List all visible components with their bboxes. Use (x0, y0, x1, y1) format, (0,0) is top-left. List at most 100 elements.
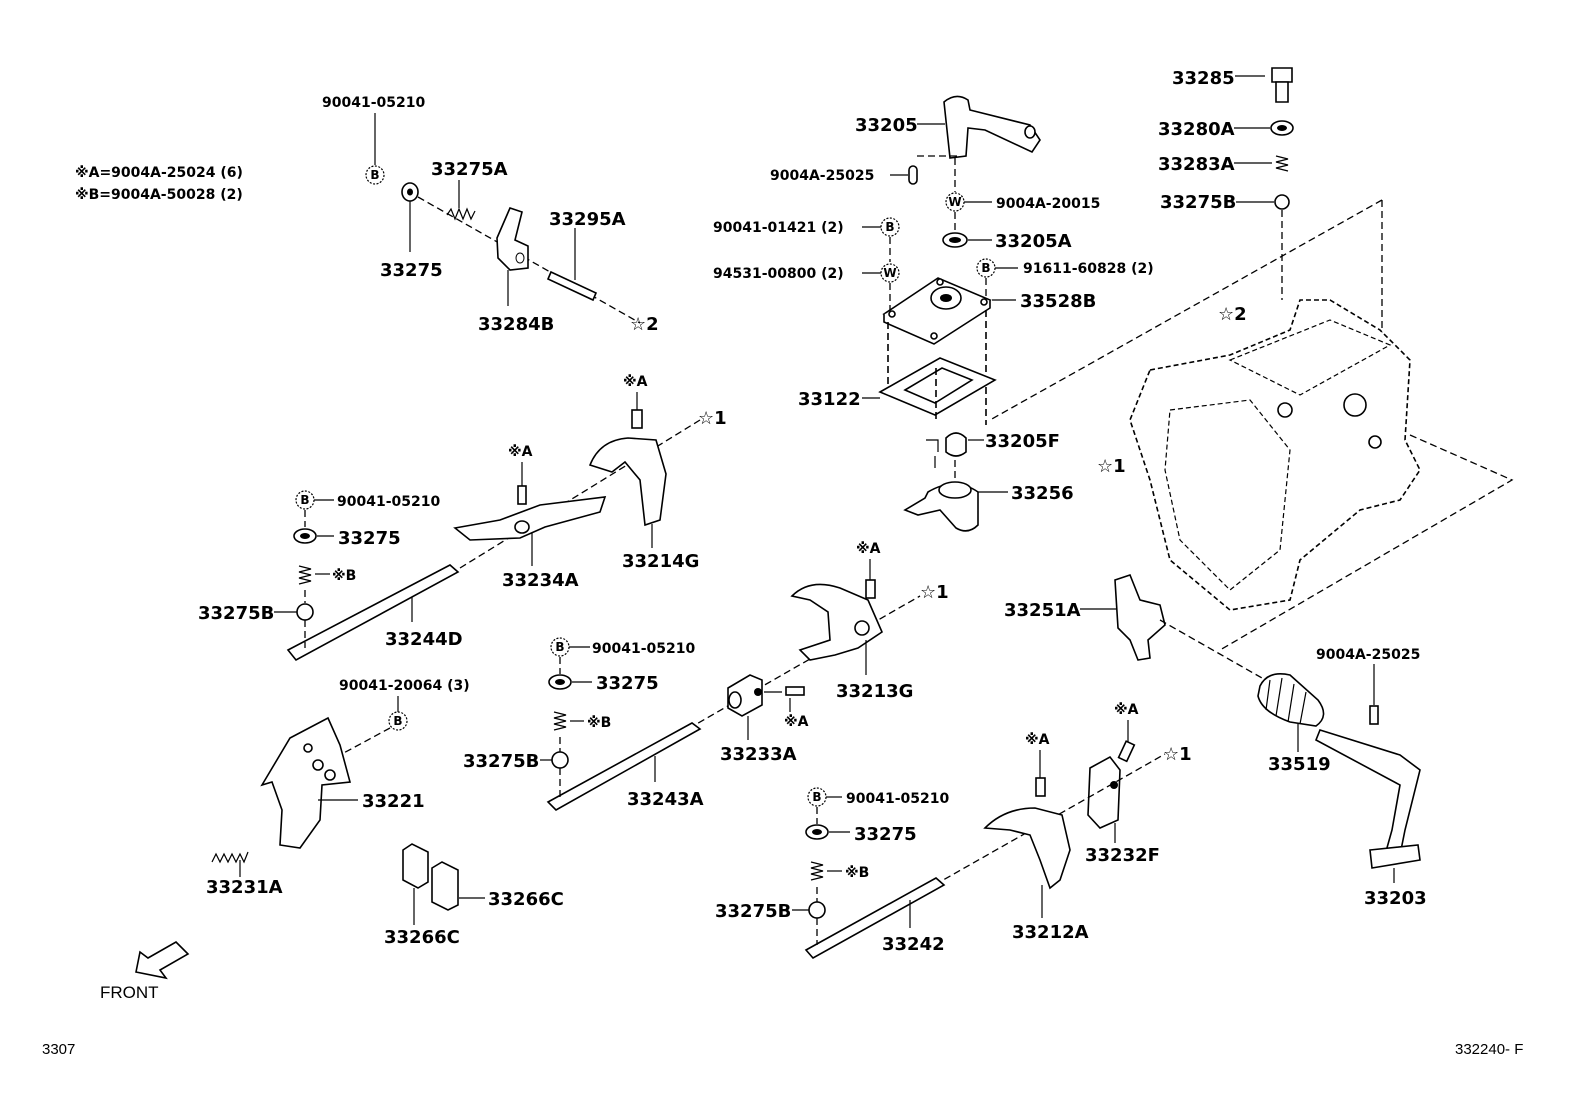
ball-33275b (1274, 194, 1290, 210)
label-33213g[interactable]: 33213G (836, 681, 913, 702)
shift-fork-33213g (790, 583, 884, 661)
label-90041-05210-b[interactable]: 90041-05210 (846, 791, 949, 807)
svg-text:W: W (948, 195, 961, 209)
spring-33231a (211, 851, 249, 864)
bolt-33285 (1271, 67, 1293, 83)
label-33233a[interactable]: 33233A (720, 744, 797, 765)
pin-a-5 (1117, 740, 1136, 763)
group-33203: 33251A 33519 9004A-25025 33203 (1004, 574, 1427, 909)
note-b-m: ※B (587, 715, 611, 731)
label-33231a[interactable]: 33231A (206, 877, 283, 898)
label-33285[interactable]: 33285 (1172, 68, 1235, 89)
ball-33275b-l (296, 603, 314, 621)
note-a-3: ※A (856, 541, 881, 557)
spring-33283a (1275, 155, 1289, 172)
star2-right: ☆2 (1218, 304, 1247, 325)
pin-9004a-25025-r (1369, 705, 1379, 725)
footer-left-code: 3307 (42, 1041, 75, 1058)
label-33251a[interactable]: 33251A (1004, 600, 1081, 621)
spring-b-b (810, 861, 824, 881)
label-90041-20064[interactable]: 90041-20064 (3) (339, 678, 470, 694)
label-33205a[interactable]: 33205A (995, 231, 1072, 252)
group-33242: ※A 33232F ☆1 ※A 33212A 33242 B 90041-052… (715, 702, 1192, 960)
label-33212a[interactable]: 33212A (1012, 922, 1089, 943)
label-94531-00800[interactable]: 94531-00800 (2) (713, 266, 844, 282)
note-a-2: ※A (508, 444, 533, 460)
pin-a-3 (865, 579, 876, 599)
star2-left: ☆2 (630, 314, 659, 335)
label-33275-b[interactable]: 33275 (854, 824, 917, 845)
pin-a-4 (785, 686, 805, 696)
transmission-case: ☆2 ☆1 (989, 199, 1514, 651)
label-33203[interactable]: 33203 (1364, 888, 1427, 909)
spring-33205f (945, 432, 967, 457)
star1-b: ☆1 (920, 582, 949, 603)
label-33221[interactable]: 33221 (362, 791, 425, 812)
label-33232f[interactable]: 33232F (1085, 845, 1160, 866)
label-33275-top[interactable]: 33275 (380, 260, 443, 281)
ball-33275b-b (808, 901, 826, 919)
bolt-badge-icon: B (550, 637, 570, 657)
label-33122[interactable]: 33122 (798, 389, 861, 410)
pin-a-6 (1035, 777, 1046, 797)
label-33234a[interactable]: 33234A (502, 570, 579, 591)
label-33205[interactable]: 33205 (855, 115, 918, 136)
label-90041-01421[interactable]: 90041-01421 (2) (713, 220, 844, 236)
svg-text:B: B (981, 261, 990, 275)
label-90041-05210-l[interactable]: 90041-05210 (337, 494, 440, 510)
label-33242[interactable]: 33242 (882, 934, 945, 955)
shift-lever-33203 (1314, 729, 1421, 856)
pin-a-1 (631, 409, 643, 429)
bolt-badge-icon: B (976, 258, 996, 278)
label-33280a[interactable]: 33280A (1158, 119, 1235, 140)
label-33528b[interactable]: 33528B (1020, 291, 1096, 312)
label-33266c-right[interactable]: 33266C (488, 889, 564, 910)
bolt-badge-icon: B (295, 490, 315, 510)
label-9004a-25025-right[interactable]: 9004A-25025 (1316, 647, 1420, 663)
label-33275b-l[interactable]: 33275B (198, 603, 274, 624)
front-arrow-icon (135, 941, 190, 980)
label-33283a[interactable]: 33283A (1158, 154, 1235, 175)
label-33284b[interactable]: 33284B (478, 314, 554, 335)
label-33214g[interactable]: 33214G (622, 551, 699, 572)
insert-33266c-b (431, 861, 459, 911)
label-33244d[interactable]: 33244D (385, 629, 463, 650)
note-a: ※A=9004A-25024 (6) (75, 165, 243, 181)
label-33275b-m[interactable]: 33275B (463, 751, 539, 772)
label-33519[interactable]: 33519 (1268, 754, 1331, 775)
spring-b-l (298, 565, 312, 585)
group-33284b: 90041-05210 B 33275 33275A 33284B 33295A… (322, 95, 659, 335)
star1-c: ☆1 (1163, 744, 1192, 765)
label-33275-m[interactable]: 33275 (596, 673, 659, 694)
label-33275-l[interactable]: 33275 (338, 528, 401, 549)
label-9004a-20015[interactable]: 9004A-20015 (996, 196, 1100, 212)
bolt-badge-icon: B (388, 711, 408, 731)
label-90041-05210-m[interactable]: 90041-05210 (592, 641, 695, 657)
label-33275a[interactable]: 33275A (431, 159, 508, 180)
ball-33275b-m (551, 751, 569, 769)
washer-badge-icon: W (945, 192, 965, 212)
star1-a: ☆1 (698, 408, 727, 429)
label-33266c-bottom[interactable]: 33266C (384, 927, 460, 948)
group-33205: 33205 9004A-25025 W 9004A-20015 33205A 9… (713, 95, 1154, 532)
label-33205f[interactable]: 33205F (985, 431, 1060, 452)
bolt-badge-icon: B (807, 787, 827, 807)
label-9004a-25025-top[interactable]: 9004A-25025 (770, 168, 874, 184)
svg-text:B: B (300, 493, 309, 507)
group-33244d: ※A ☆1 33214G ※A 33234A 33244D B 90041-05… (198, 374, 727, 662)
label-33243a[interactable]: 33243A (627, 789, 704, 810)
insert-33266c-a (402, 843, 429, 889)
label-33295a[interactable]: 33295A (549, 209, 626, 230)
washer-badge-icon: W (880, 263, 900, 283)
pin-33295a (546, 270, 598, 302)
note-a-1: ※A (623, 374, 648, 390)
label-33256[interactable]: 33256 (1011, 483, 1074, 504)
svg-text:B: B (885, 220, 894, 234)
label-33275b-top[interactable]: 33275B (1160, 192, 1236, 213)
label-33275b-b[interactable]: 33275B (715, 901, 791, 922)
label-90041-05210-top[interactable]: 90041-05210 (322, 95, 425, 111)
label-91611-60828[interactable]: 91611-60828 (2) (1023, 261, 1154, 277)
shift-rail-33244d (286, 564, 460, 662)
